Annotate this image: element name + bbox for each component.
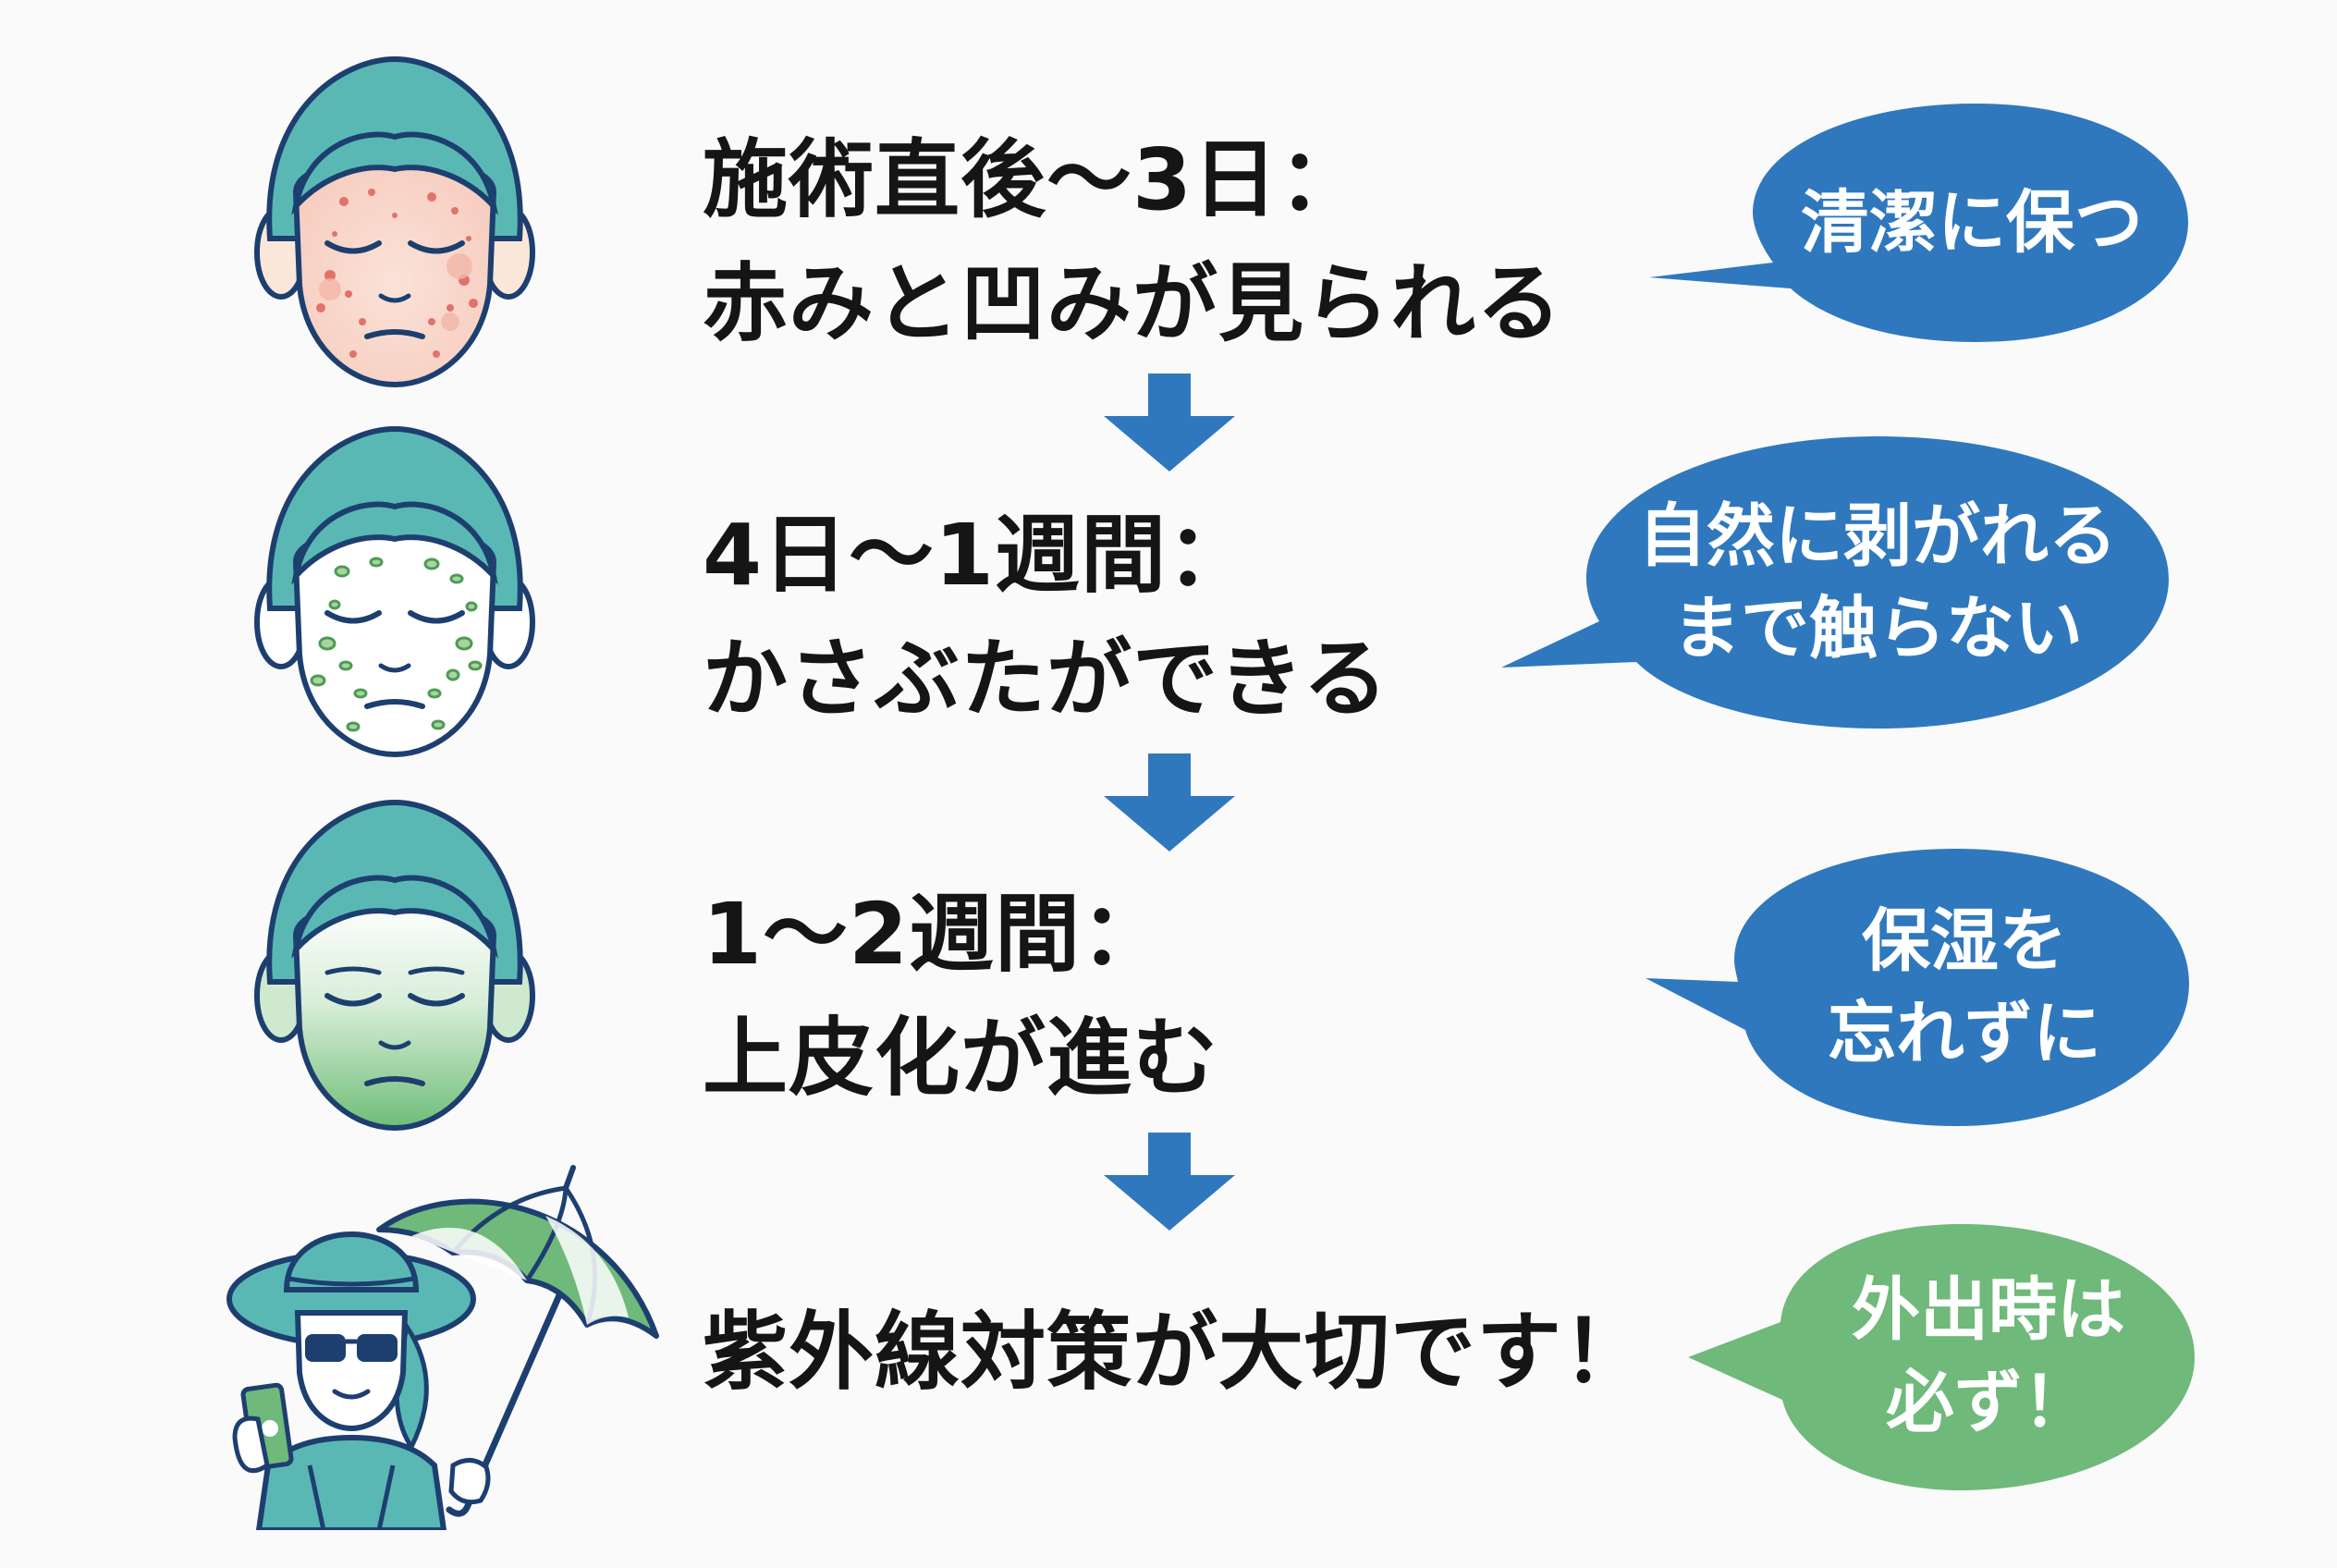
speech-bubble-icon xyxy=(1649,104,2188,342)
step-4-title: 紫外線対策が大切です！ xyxy=(703,1303,1649,1402)
face-scab-icon xyxy=(254,425,535,758)
bubble-1-line-1: 清潔に保つ xyxy=(1801,183,2143,263)
step-2-description: かさぶたができる xyxy=(703,630,1389,729)
down-arrow-icon xyxy=(1104,374,1235,472)
step-1-description: 赤みと凹みが見られる xyxy=(703,254,1563,353)
bubble-3-line-1: 保湿を xyxy=(1862,901,2067,981)
down-arrow-icon xyxy=(1104,753,1235,851)
woman-sun-protection-icon xyxy=(226,1165,659,1530)
step-2-title: 4日〜1週間： xyxy=(703,506,1254,605)
step-1-title: 施術直後〜3日： xyxy=(703,130,1365,229)
step-1-text: 施術直後〜3日： 赤みと凹みが見られる xyxy=(703,118,1562,366)
step-3-text: 1〜2週間： 上皮化が進む xyxy=(703,873,1218,1121)
face-redness-icon xyxy=(254,55,535,388)
step-4-text: 紫外線対策が大切です！ xyxy=(703,1291,1648,1415)
bubble-3-line-2: 忘れずに xyxy=(1828,994,2101,1073)
bubble-2-text: 自然に剥がれる まで触らない xyxy=(1586,436,2169,729)
bubble-3-text: 保湿を 忘れずに xyxy=(1738,849,2191,1126)
bubble-2-line-1: 自然に剥がれる xyxy=(1638,496,2117,576)
bubble-4-line-1: 外出時は xyxy=(1852,1270,2125,1350)
sunglasses-icon xyxy=(305,1334,398,1362)
speech-bubble-icon xyxy=(1646,849,2189,1126)
speech-bubble-icon xyxy=(1501,436,2169,729)
bubble-1-text: 清潔に保つ xyxy=(1753,104,2191,342)
bubble-4-text: 外出時は 必ず！ xyxy=(1780,1222,2196,1490)
umbrella-icon xyxy=(376,1165,659,1517)
down-arrow-icon xyxy=(1104,1133,1235,1231)
face-healing-icon xyxy=(254,799,535,1132)
sunscreen-bottle-icon xyxy=(232,1382,294,1474)
step-2-text: 4日〜1週間： かさぶたができる xyxy=(703,494,1389,741)
sun-hat-icon xyxy=(226,1231,476,1348)
bubble-2-line-2: まで触らない xyxy=(1672,589,2083,668)
bubble-4-line-2: 必ず！ xyxy=(1886,1363,2091,1442)
speech-bubble-icon xyxy=(1688,1224,2195,1490)
step-3-description: 上皮化が進む xyxy=(703,1009,1219,1108)
step-3-title: 1〜2週間： xyxy=(703,885,1168,984)
